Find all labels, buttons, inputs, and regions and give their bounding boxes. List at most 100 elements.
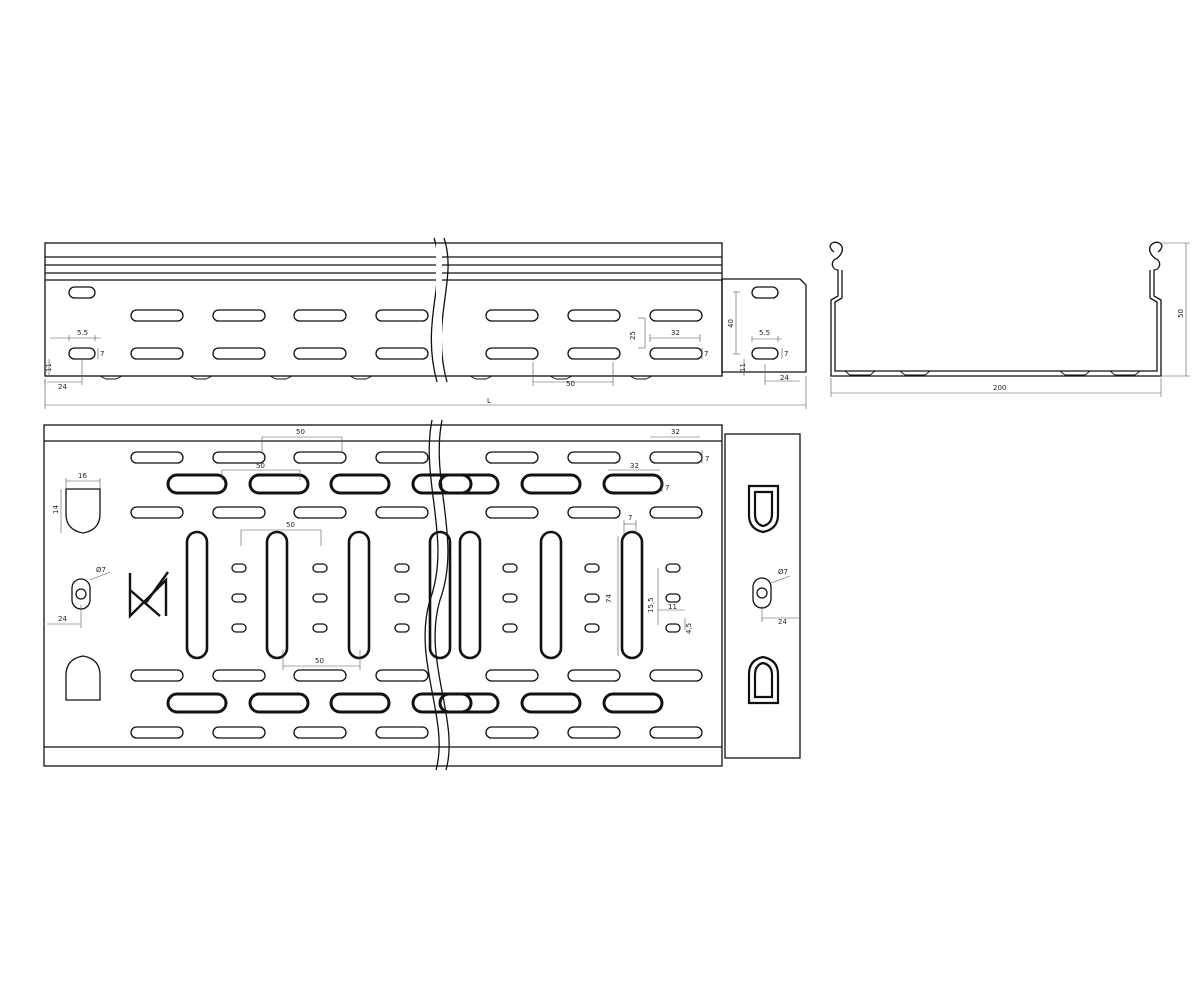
side-slot <box>485 309 539 322</box>
side-slot <box>567 309 621 322</box>
dim-vslot-width: 7 <box>628 514 632 522</box>
bottom-slot-heavy <box>166 692 228 714</box>
dim-length: L <box>487 397 491 405</box>
dim-pitch-bottom: 50 <box>315 657 324 665</box>
side-view-end-slot-top <box>68 286 96 299</box>
bottom-slot <box>130 506 184 519</box>
bottom-slot <box>649 669 703 682</box>
bottom-slot <box>130 726 184 739</box>
bottom-small-hole <box>231 593 247 603</box>
bottom-small-hole <box>312 623 328 633</box>
bottom-slot <box>375 669 429 682</box>
dim-slot-height: 7 <box>100 350 104 358</box>
side-view-bottom-scallops <box>99 375 653 380</box>
dim-pitch-top: 50 <box>296 428 305 436</box>
bottom-small-hole <box>665 593 681 603</box>
side-slot <box>293 347 347 360</box>
bottom-slot-heavy <box>438 692 500 714</box>
dim-slot-pitch: 50 <box>566 380 575 388</box>
bottom-view-break-line-2 <box>434 419 450 771</box>
bottom-small-hole <box>665 563 681 573</box>
side-slot <box>649 347 703 360</box>
section-view-bottom-ribs <box>844 370 1141 376</box>
dim-slot-length: 32 <box>671 329 680 337</box>
section-view-profile-outer <box>829 241 1163 377</box>
side-view-end-slot-bottom <box>68 347 96 360</box>
bottom-slot <box>212 506 266 519</box>
dim-section-height: 50 <box>1177 309 1185 318</box>
bottom-vertical-slot <box>428 530 452 660</box>
bottom-view-small-holes <box>231 563 681 633</box>
side-view <box>44 242 807 380</box>
side-slot <box>649 309 703 322</box>
dim-section-width: 200 <box>993 384 1006 392</box>
bottom-small-hole <box>502 623 518 633</box>
side-view-joint-slot-top <box>751 286 779 299</box>
bottom-small-hole <box>394 563 410 573</box>
bottom-slot-heavy <box>248 473 310 495</box>
bottom-view-hole-right <box>752 577 772 609</box>
bottom-slot-heavy <box>438 473 500 495</box>
dim-slot-h-row2: 7 <box>665 484 669 492</box>
dim-bottom-offset: 11 <box>45 363 53 372</box>
side-view-slots <box>130 309 703 360</box>
side-slot <box>375 309 429 322</box>
bottom-vertical-slot <box>265 530 289 660</box>
dim-hole-dia-right: Ø7 <box>778 568 788 576</box>
dim-pitch-mid: 50 <box>286 521 295 529</box>
dim-slot-h-top: 7 <box>705 455 709 463</box>
bottom-small-hole <box>584 593 600 603</box>
bottom-slot <box>567 506 621 519</box>
dim-pitch-row2: 50 <box>256 462 265 470</box>
bottom-slot <box>649 726 703 739</box>
dim-hole-dia-left: Ø7 <box>96 566 106 574</box>
side-slot <box>293 309 347 322</box>
bottom-view-slots <box>130 451 703 739</box>
bottom-slot-heavy <box>329 473 391 495</box>
side-view-dimensions <box>44 291 807 409</box>
bottom-slot <box>293 506 347 519</box>
side-slot <box>567 347 621 360</box>
side-view-break-line-2 <box>440 237 449 383</box>
bottom-slot <box>375 726 429 739</box>
dim-joint-edge: 24 <box>780 374 789 382</box>
bottom-view-tab-top-left <box>65 488 101 534</box>
bottom-small-hole <box>394 623 410 633</box>
bottom-slot-heavy <box>602 692 664 714</box>
side-slot <box>130 309 184 322</box>
bottom-view-joint-plate <box>724 433 801 759</box>
bottom-slot <box>293 451 347 464</box>
dim-edge-right: 24 <box>778 618 787 626</box>
bottom-slot <box>212 669 266 682</box>
side-view-joint-slot-bottom <box>751 347 779 360</box>
bottom-small-hole <box>584 623 600 633</box>
section-view-profile-inner <box>834 270 1158 372</box>
bottom-slot <box>567 669 621 682</box>
dim-joint-slot-height: 7 <box>784 350 788 358</box>
side-slot <box>375 347 429 360</box>
section-view-dimensions <box>830 242 1190 397</box>
bottom-view-break-line <box>424 419 440 771</box>
bottom-view-tab-top-right <box>747 484 780 534</box>
bottom-view <box>43 424 801 767</box>
bottom-small-hole <box>584 563 600 573</box>
bottom-view-vertical-slots <box>185 530 644 660</box>
bottom-view-hole-left-inner <box>75 588 87 600</box>
bottom-small-hole <box>394 593 410 603</box>
bottom-slot <box>485 726 539 739</box>
dim-vslot-length: 74 <box>605 594 613 603</box>
dim-joint-bottom: 11 <box>739 363 747 372</box>
dim-slot-len-row2: 32 <box>630 462 639 470</box>
bottom-slot <box>130 451 184 464</box>
dim-tab-height: 14 <box>52 505 60 514</box>
side-view-break-mask <box>436 244 442 375</box>
bottom-view-hole-right-inner <box>756 587 768 599</box>
bottom-slot <box>567 726 621 739</box>
dim-tab-width: 16 <box>78 472 87 480</box>
bottom-small-hole <box>502 563 518 573</box>
bottom-view-tab-bottom-right <box>747 655 780 705</box>
bottom-vertical-slot <box>185 530 209 660</box>
bottom-slot <box>649 506 703 519</box>
bottom-slot-heavy <box>329 692 391 714</box>
